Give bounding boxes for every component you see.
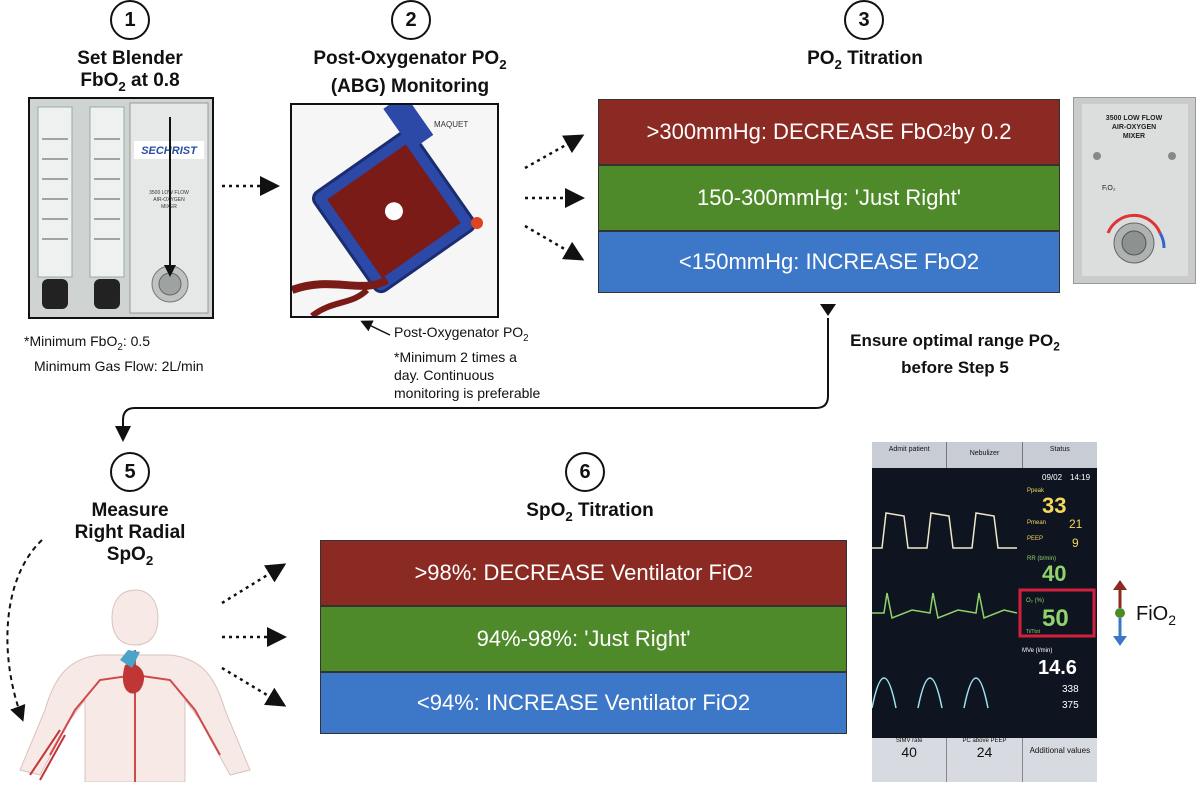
- po2-just-right-box: 150-300mmHg: 'Just Right': [598, 165, 1060, 231]
- body-illustration: [0, 580, 270, 783]
- svg-text:PEEP: PEEP: [1027, 536, 1043, 542]
- svg-text:O₂ (%): O₂ (%): [1026, 598, 1044, 604]
- step-2-number: 2: [391, 0, 431, 40]
- step-3-title: PO2 Titration: [807, 48, 923, 72]
- monitor-bottom-bar: SIMV rate 40 PC above PEEP 24 Additional…: [872, 738, 1097, 782]
- pc-above-peep-cell: PC above PEEP 24: [947, 738, 1023, 782]
- step-2-note: Post-Oxygenator PO2 *Minimum 2 times a d…: [394, 324, 541, 401]
- oxygenator-photo: MAQUET: [290, 103, 499, 318]
- svg-text:MVe (l/min): MVe (l/min): [1022, 648, 1052, 654]
- svg-text:14.6: 14.6: [1038, 657, 1077, 679]
- svg-text:FᵢO₂: FᵢO₂: [1102, 185, 1116, 192]
- additional-values-cell: Additional values: [1029, 746, 1091, 755]
- ventilator-monitor-photo: Admit patient Nebulizer Status 09/02 14:…: [872, 442, 1097, 782]
- svg-text:338: 338: [1062, 684, 1079, 695]
- air-oxygen-blender-photo: SECHRIST 3500 LOW FLOW AIR-OXYGEN MIXER: [28, 97, 214, 319]
- step-6-number: 6: [565, 452, 605, 492]
- arrow-to-po2-increase: [524, 224, 585, 261]
- po2-increase-box: <150mmHg: INCREASE FbO2: [598, 231, 1060, 293]
- status-button: Status: [1049, 446, 1070, 453]
- svg-text:33: 33: [1042, 493, 1066, 518]
- step-6-title: SpO2 Titration: [526, 500, 654, 524]
- arrow-radial-site: [6, 539, 43, 722]
- svg-text:50: 50: [1042, 605, 1069, 632]
- step-1-number: 1: [110, 0, 150, 40]
- ensure-range-note: Ensure optimal range PO2 before Step 5: [850, 331, 1060, 378]
- svg-text:9: 9: [1072, 536, 1079, 550]
- svg-text:Ti/Ttot: Ti/Ttot: [1026, 629, 1041, 635]
- admit-patient-button: Admit patient: [872, 442, 948, 468]
- svg-text:09/02: 09/02: [1042, 473, 1063, 482]
- arrow-to-po2-decrease: [524, 134, 585, 170]
- svg-text:3500 LOW FLOW: 3500 LOW FLOW: [1106, 115, 1163, 122]
- arrow-to-spo2-increase: [221, 666, 287, 707]
- monitor-button-bar: Admit patient Nebulizer Status: [872, 442, 1097, 468]
- svg-text:RR (b/min): RR (b/min): [1027, 556, 1056, 562]
- spo2-increase-box: <94%: INCREASE Ventilator FiO2: [320, 672, 847, 734]
- step-3-number: 3: [844, 0, 884, 40]
- step-5-title: Measure Right Radial SpO2: [74, 500, 186, 568]
- svg-text:375: 375: [1062, 700, 1079, 711]
- fio2-up-down-indicator: [1108, 580, 1138, 651]
- svg-text:21: 21: [1069, 517, 1083, 531]
- svg-text:AIR-OXYGEN: AIR-OXYGEN: [1112, 124, 1156, 131]
- svg-text:Pmean: Pmean: [1027, 520, 1046, 526]
- step-1-title: Set Blender FbO2 at 0.8: [77, 48, 183, 94]
- nebulizer-button: Nebulizer: [947, 442, 1023, 468]
- fio2-label: FiO2: [1136, 603, 1177, 628]
- svg-text:MIXER: MIXER: [1123, 133, 1145, 140]
- svg-text:40: 40: [1042, 561, 1066, 586]
- arrow-to-spo2-decrease: [221, 563, 287, 605]
- step-5-number: 5: [110, 452, 150, 492]
- funnel-marker: [820, 304, 836, 323]
- svg-text:14:19: 14:19: [1070, 473, 1091, 482]
- step-2-title: Post-Oxygenator PO2 (ABG) Monitoring: [313, 48, 507, 97]
- svg-text:MAQUET: MAQUET: [434, 120, 468, 129]
- arrow-oxygenator-pointer: [360, 320, 391, 336]
- step-1-note: *Minimum FbO2: 0.5 Minimum Gas Flow: 2L/…: [24, 333, 204, 374]
- mixer-photo: 3500 LOW FLOW AIR-OXYGEN MIXER FᵢO₂: [1073, 97, 1196, 284]
- spo2-just-right-box: 94%-98%: 'Just Right': [320, 606, 847, 672]
- simv-rate-cell: SIMV rate 40: [872, 738, 948, 782]
- arrow-step3-to-step5: [115, 318, 829, 442]
- svg-text:Ppeak: Ppeak: [1027, 488, 1045, 494]
